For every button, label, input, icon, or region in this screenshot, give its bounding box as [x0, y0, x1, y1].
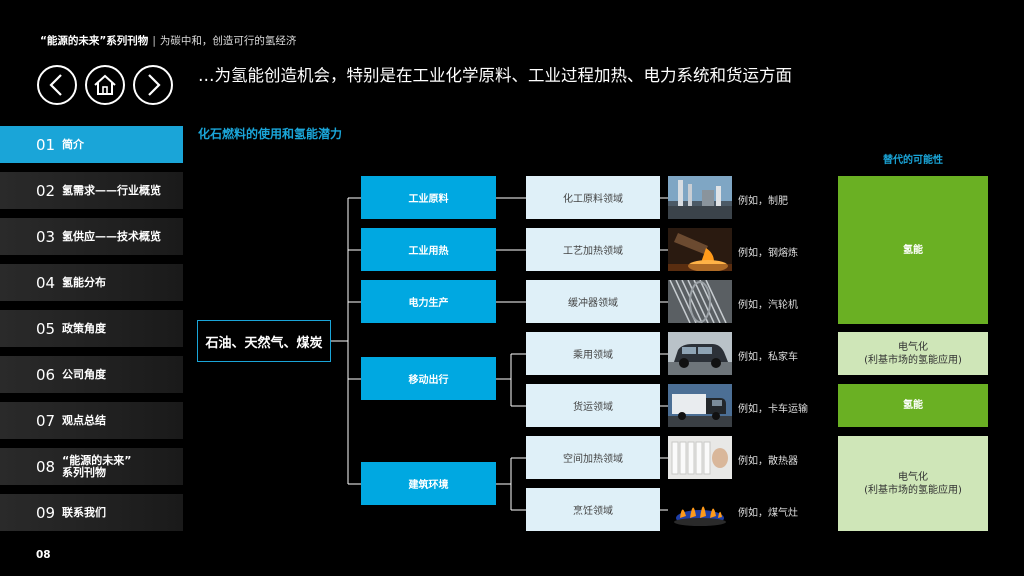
category-industrial-feedstock: 工业原料	[361, 176, 496, 219]
sidebar-item-number: 02	[36, 181, 56, 200]
field-chemical-feedstock: 化工原料领域	[526, 176, 660, 219]
steel-smelting-image	[668, 228, 732, 271]
sidebar-item-label: 公司角度	[62, 367, 106, 381]
category-power-generation: 电力生产	[361, 280, 496, 323]
truck-image	[668, 384, 732, 427]
sidebar-item-intro[interactable]: 01 简介	[0, 126, 183, 163]
alternatives-header: 替代的可能性	[883, 155, 943, 166]
sidebar-item-demand[interactable]: 02 氢需求——行业概览	[0, 172, 183, 209]
example-label: 例如，钢熔炼	[738, 248, 798, 259]
sidebar-item-number: 03	[36, 227, 56, 246]
fossil-fuels-root: 石油、天然气、煤炭	[197, 320, 331, 362]
example-label: 例如，卡车运输	[738, 404, 808, 415]
category-mobility: 移动出行	[361, 357, 496, 400]
alternative-electrification: 电气化 (利基市场的氢能应用)	[838, 332, 988, 375]
example-label: 例如，汽轮机	[738, 300, 798, 311]
sidebar-item-number: 05	[36, 319, 56, 338]
alternative-hydrogen: 氢能	[838, 384, 988, 427]
turbine-image	[668, 280, 732, 323]
field-passenger: 乘用领域	[526, 332, 660, 375]
forward-button[interactable]	[133, 65, 173, 105]
page-title: …为氢能创造机会，特别是在工业化学原料、工业过程加热、电力系统和货运方面	[198, 66, 792, 85]
alternative-sublabel: (利基市场的氢能应用)	[864, 484, 962, 496]
sidebar-item-supply[interactable]: 03 氢供应——技术概览	[0, 218, 183, 255]
sidebar-item-company[interactable]: 06 公司角度	[0, 356, 183, 393]
publication-header: “能源的未来”系列刊物|为碳中和，创造可行的氢经济	[40, 33, 296, 48]
field-process-heat: 工艺加热领域	[526, 228, 660, 271]
sidebar-item-summary[interactable]: 07 观点总结	[0, 402, 183, 439]
alternative-label: 电气化	[898, 341, 928, 353]
sidebar-item-label: 政策角度	[62, 321, 106, 335]
home-icon	[94, 74, 116, 95]
category-buildings: 建筑环境	[361, 462, 496, 505]
field-buffer: 缓冲器领域	[526, 280, 660, 323]
example-label: 例如，煤气灶	[738, 508, 798, 519]
sidebar-item-label: 观点总结	[62, 413, 106, 427]
gas-stove-image	[668, 488, 732, 531]
field-cooking: 烹饪领域	[526, 488, 660, 531]
home-button[interactable]	[85, 65, 125, 105]
sidebar-item-label: 联系我们	[62, 505, 106, 519]
header-tagline: 为碳中和，创造可行的氢经济	[159, 35, 297, 47]
back-arrow-icon	[49, 74, 62, 96]
example-label: 例如，私家车	[738, 352, 798, 363]
field-space-heating: 空间加热领域	[526, 436, 660, 479]
page-number: 08	[36, 549, 51, 561]
forward-arrow-icon	[148, 74, 161, 96]
example-label: 例如，制肥	[738, 196, 788, 207]
sidebar-item-label: 氢供应——技术概览	[62, 229, 161, 243]
sidebar-item-series[interactable]: 08 “能源的未来”系列刊物	[0, 448, 183, 485]
sidebar-item-label: “能源的未来”系列刊物	[62, 453, 132, 479]
factory-image	[668, 176, 732, 219]
alternative-label: 电气化	[898, 471, 928, 483]
radiator-image	[668, 436, 732, 479]
header-separator: |	[152, 35, 156, 47]
example-label: 例如，散热器	[738, 456, 798, 467]
sidebar-item-number: 06	[36, 365, 56, 384]
alternative-sublabel: (利基市场的氢能应用)	[864, 354, 962, 366]
sidebar-item-number: 04	[36, 273, 56, 292]
alternative-hydrogen: 氢能	[838, 176, 988, 324]
back-button[interactable]	[37, 65, 77, 105]
field-freight: 货运领域	[526, 384, 660, 427]
section-title: 化石燃料的使用和氢能潜力	[198, 127, 343, 141]
sidebar-item-number: 01	[36, 135, 56, 154]
series-name: “能源的未来”系列刊物	[40, 35, 149, 47]
sidebar-item-distribution[interactable]: 04 氢能分布	[0, 264, 183, 301]
sidebar-item-contact[interactable]: 09 联系我们	[0, 494, 183, 531]
alternative-electrification: 电气化 (利基市场的氢能应用)	[838, 436, 988, 531]
sidebar-item-policy[interactable]: 05 政策角度	[0, 310, 183, 347]
sidebar-item-number: 08	[36, 457, 56, 476]
sidebar-item-label-line1: “能源的未来”	[62, 453, 132, 467]
sidebar-item-label: 氢能分布	[62, 275, 106, 289]
sidebar-item-label-line2: 系列刊物	[62, 465, 106, 479]
sidebar-item-number: 07	[36, 411, 56, 430]
sidebar-item-number: 09	[36, 503, 56, 522]
sidebar-item-label: 简介	[62, 137, 84, 151]
sidebar-item-label: 氢需求——行业概览	[62, 183, 161, 197]
category-industrial-heat: 工业用热	[361, 228, 496, 271]
passenger-car-image	[668, 332, 732, 375]
